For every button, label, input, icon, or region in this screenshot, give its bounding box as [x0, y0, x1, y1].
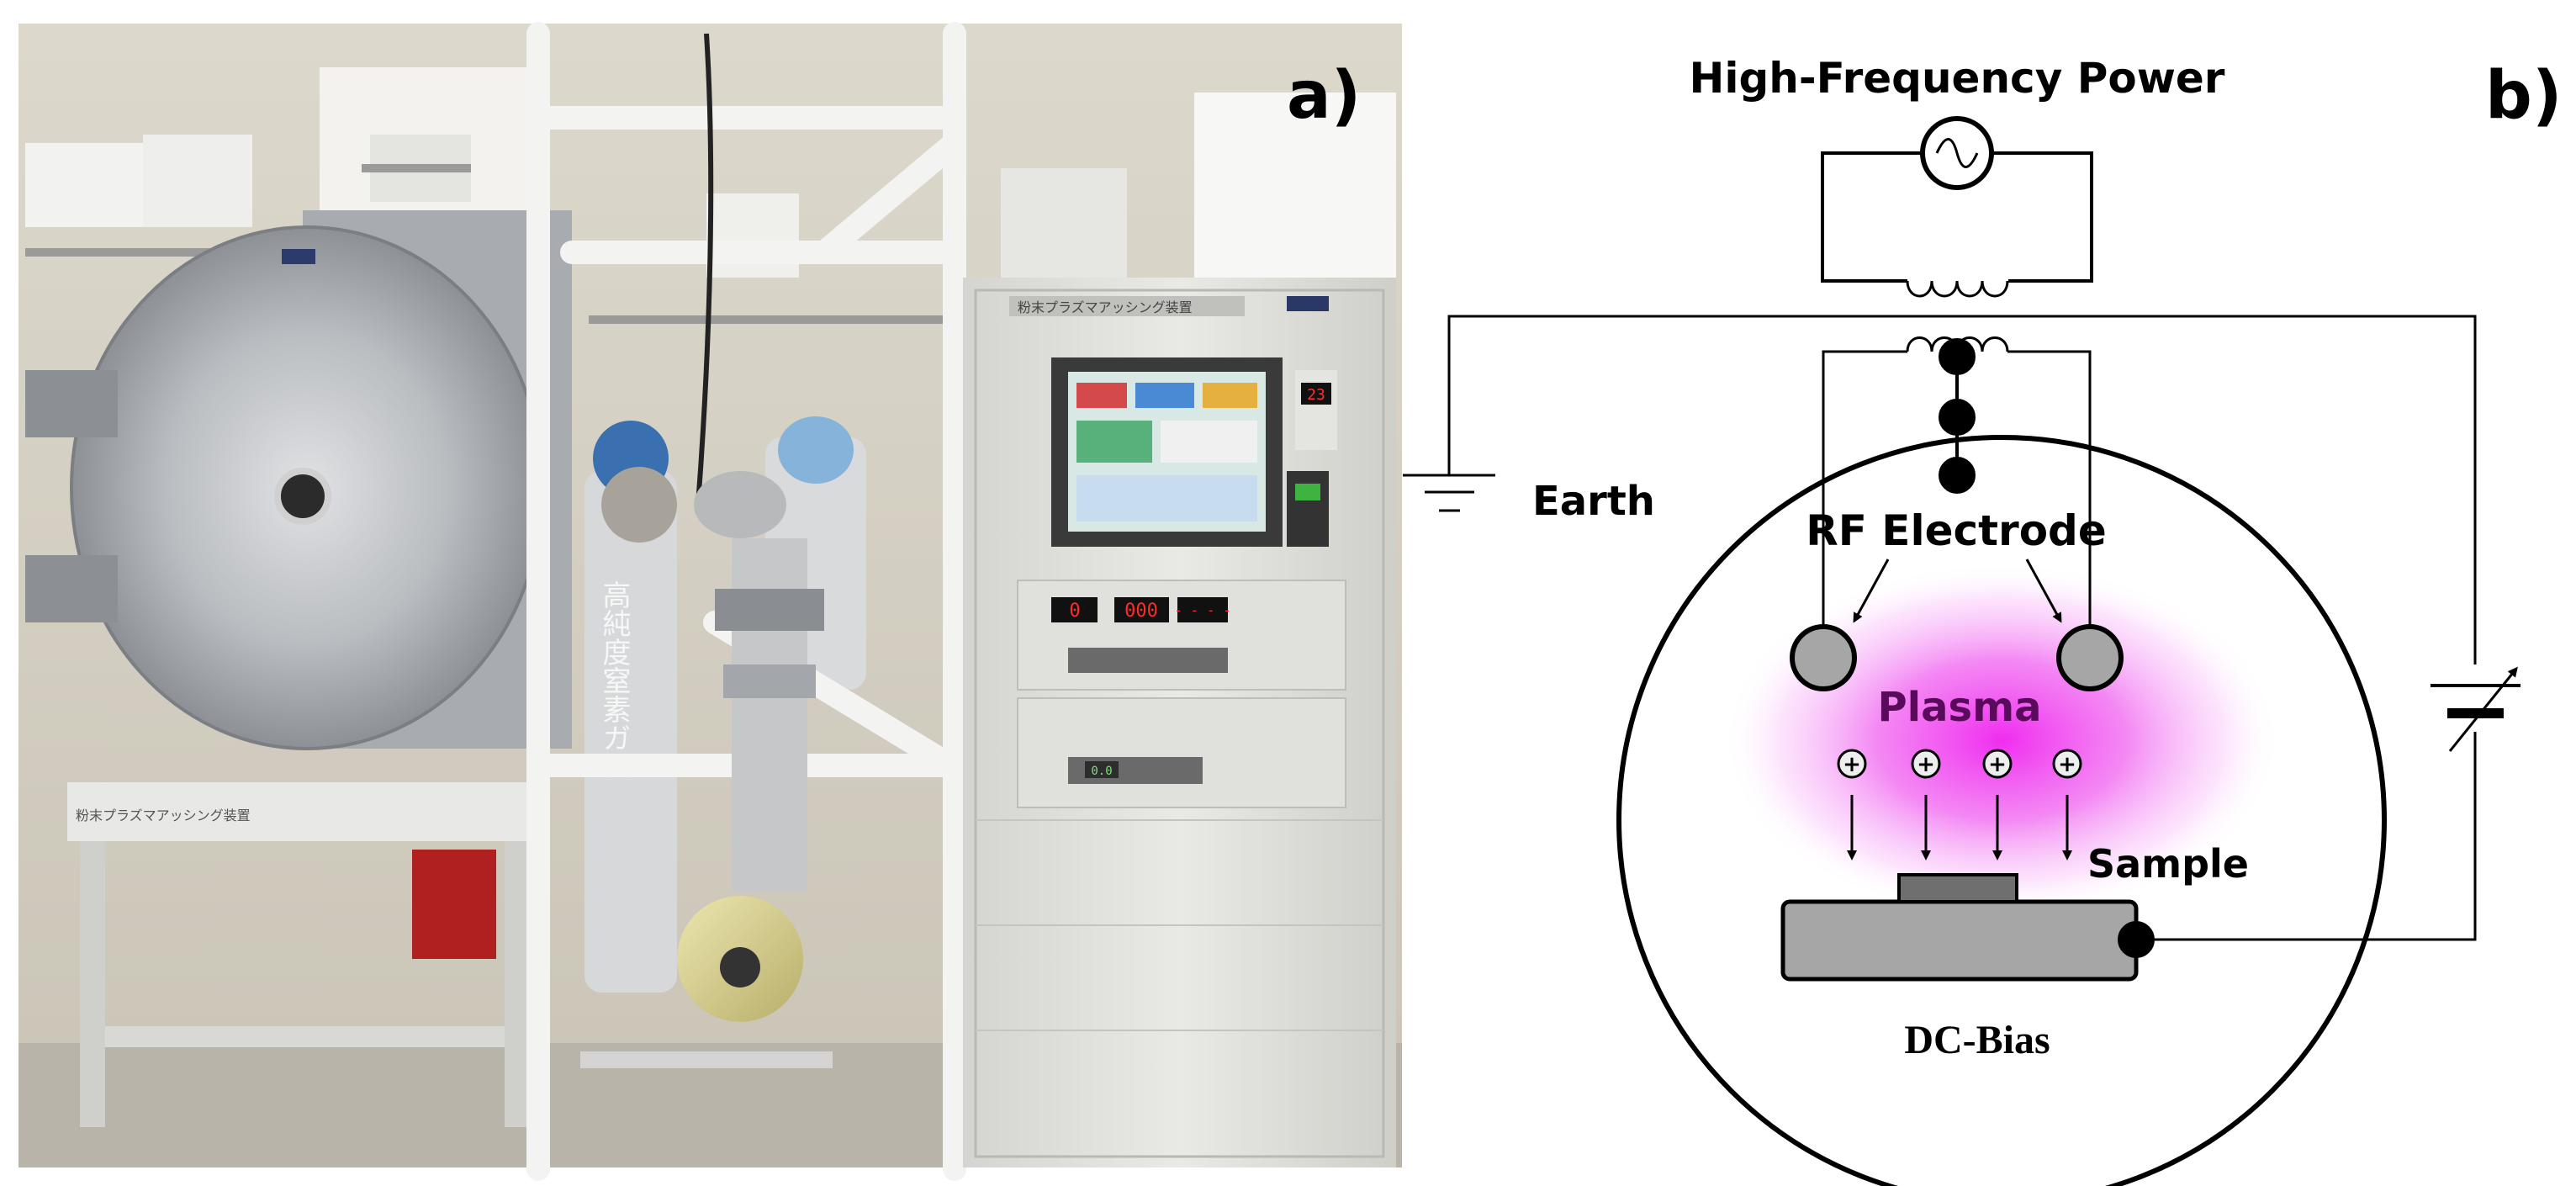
electrode-label: RF Electrode: [1806, 506, 2107, 555]
pump-unit: [412, 850, 496, 959]
ion-symbol: +: [1917, 752, 1935, 777]
feed-node: [1939, 399, 1976, 436]
screen-ui: [1076, 383, 1257, 522]
ion-row: [1837, 749, 2082, 779]
plasma-label: Plasma: [1878, 684, 2042, 731]
ion: [2052, 749, 2082, 779]
table-leg: [80, 841, 105, 1127]
schematic-panel: + + + + High-Frequency Power Earth RF El…: [1403, 54, 2562, 1186]
earth-label: Earth: [1532, 478, 1655, 525]
rack-header: 粉末プラズマアッシング装置: [1018, 299, 1193, 315]
control-rack: 粉末プラズマアッシング装置 23 0 000: [963, 278, 1396, 1167]
feed-node: [1939, 338, 1976, 375]
sample-stage: [1780, 899, 2139, 982]
clamp: [25, 370, 118, 437]
led-display: - - - -: [1174, 602, 1230, 618]
rf-electrode-left: [1790, 624, 1857, 691]
ion-symbol: +: [1843, 752, 1861, 777]
vacuum-column: [601, 467, 824, 892]
pump-frame: [580, 1051, 833, 1068]
controller: [1295, 370, 1337, 450]
bias-line: [2138, 732, 2477, 941]
ion: [1911, 749, 1941, 779]
ion: [1837, 749, 1867, 779]
bias-contact: [2118, 921, 2155, 958]
ion-symbol: +: [1988, 752, 2007, 777]
ion: [1982, 749, 2013, 779]
ground-line: [1447, 315, 2477, 664]
sample-label: Sample: [2087, 841, 2249, 887]
panel-a-label: a): [1287, 58, 1361, 134]
power-label: High-Frequency Power: [1690, 54, 2225, 103]
electrode-arrow: [2025, 559, 2062, 623]
ion-symbol: +: [2058, 752, 2076, 777]
led-display: 0: [1069, 601, 1080, 622]
electrode-feed-left: [1822, 350, 1907, 633]
bias-label: DC-Bias: [1904, 1018, 2050, 1062]
lid-label: [282, 249, 315, 264]
led-display: 000: [1124, 601, 1158, 622]
cable: [696, 33, 714, 506]
wall-poster: [706, 193, 799, 278]
electrode-arrow: [1853, 559, 1890, 623]
feed-node: [1939, 457, 1976, 494]
controller-display: 23: [1307, 386, 1325, 404]
transformer-primary: [1906, 280, 2009, 298]
rf-electrode-right: [2056, 624, 2124, 691]
plasma-glow: [1724, 564, 2279, 917]
clamp: [25, 555, 118, 622]
wall-poster: [25, 143, 143, 227]
variable-arrow: [2448, 666, 2518, 752]
table-rail: [105, 1026, 505, 1047]
table-top: [67, 782, 547, 841]
lcd-display: 0.0: [1091, 765, 1112, 778]
gas-cylinder: [584, 416, 866, 993]
table-leg: [505, 841, 530, 1127]
table-label: 粉末プラズマアッシング装置: [76, 807, 251, 823]
cylinder-label: 高純度窒素ガス: [597, 580, 631, 781]
sine-symbol: [1935, 138, 1979, 168]
window: [1194, 93, 1396, 286]
lid-center-port: [274, 468, 331, 525]
wall-poster: [143, 135, 252, 227]
sample-block: [1897, 873, 2018, 903]
pump-port: [720, 947, 760, 987]
power-unit: [1017, 580, 1346, 691]
power-unit: [1017, 697, 1346, 808]
chamber-circle: [1616, 435, 2387, 1186]
electrode-feed-right: [2007, 350, 2092, 633]
panel-b-label: b): [2485, 58, 2562, 134]
photo-panel: 高純度窒素ガス 粉末プラズマアッシング装置: [19, 22, 1402, 1181]
wall-box: [1001, 168, 1127, 278]
